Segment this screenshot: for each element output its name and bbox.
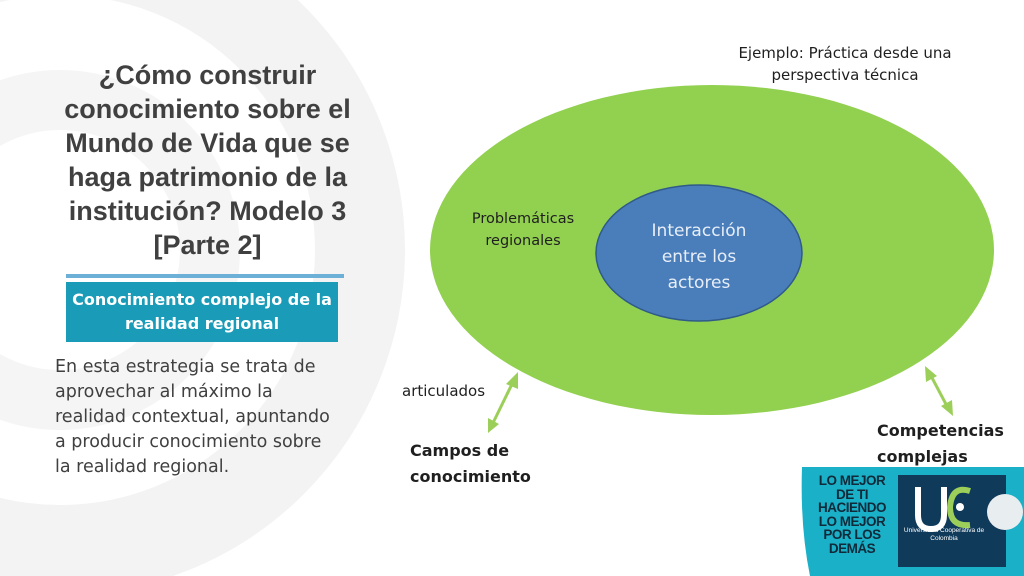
title-underline [66, 274, 344, 278]
description-text: En esta estrategia se trata de aprovecha… [55, 357, 330, 477]
logo-slogan: LO MEJOR DE TI HACIENDO LO MEJOR POR LOS… [817, 473, 887, 556]
subtitle-box-text: Conocimiento complejo de la realidad reg… [72, 290, 332, 333]
outer-ellipse-label: Problemáticas regionales [471, 211, 575, 249]
left-double-arrow [488, 372, 518, 433]
right-field-label: Competencias complejas [877, 421, 1004, 466]
left-field-label: Campos de conocimiento [410, 441, 531, 486]
ucc-emblem-icon [915, 486, 971, 533]
university-logo [801, 467, 1024, 576]
inner-ellipse [595, 184, 803, 322]
subtitle-box: Conocimiento complejo de la realidad reg… [66, 282, 338, 342]
logo-institution-name: Universidad Cooperativa de Colombia [903, 527, 985, 542]
example-label: Ejemplo: Práctica desde una perspectiva … [738, 44, 952, 84]
right-double-arrow [925, 366, 953, 416]
slide-title: ¿Cómo construir conocimiento sobre el Mu… [64, 60, 351, 260]
inner-ellipse-label: Interacción entre los actores [651, 221, 747, 293]
articulated-label: articulados [402, 382, 486, 400]
